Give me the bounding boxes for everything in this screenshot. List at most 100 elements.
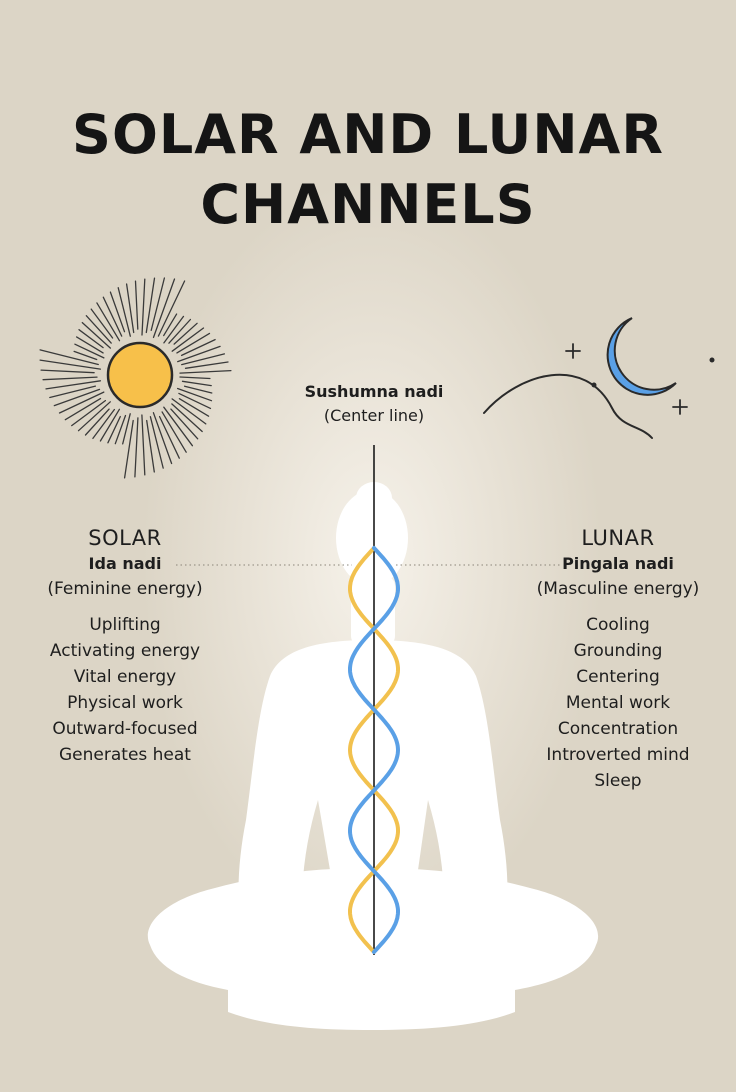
moon-icon [483, 317, 715, 439]
lunar-energy-label: (Masculine energy) [536, 579, 700, 599]
sun-ray [49, 385, 97, 399]
sun-ray [177, 345, 221, 363]
title-line-2: CHANNELS [200, 173, 536, 236]
sun-ray [168, 318, 192, 344]
sun-ray [73, 350, 98, 361]
sun-ray [157, 280, 186, 337]
sun-ray [170, 408, 199, 440]
sun-ray [39, 349, 99, 366]
list-item: Uplifting [89, 615, 161, 635]
page-title: SOLAR AND LUNAR CHANNELS [0, 100, 736, 240]
star-icon [672, 399, 688, 415]
sun-ray [171, 398, 207, 425]
sun-ray [180, 338, 216, 357]
sun-ray [39, 359, 102, 370]
channels [347, 445, 401, 955]
sun-ray [85, 315, 112, 344]
sun-ray [163, 313, 178, 337]
sun-ray [150, 277, 166, 332]
dot-icon [709, 357, 715, 363]
sun-ray [184, 361, 229, 369]
list-item: Physical work [67, 693, 183, 713]
sun-ray [176, 332, 211, 354]
sun-ray [107, 415, 121, 444]
solar-panel: SOLAR Ida nadi (Feminine energy) Uplifti… [0, 524, 250, 768]
list-item: Generates heat [59, 745, 191, 765]
sun-ray [84, 408, 110, 436]
sun-ray [149, 416, 164, 469]
ida-nadi-label: Ida nadi [88, 554, 162, 573]
list-item: Concentration [557, 719, 679, 739]
sun-icon [39, 277, 232, 479]
sun-ray [171, 327, 205, 352]
list-item: Activating energy [49, 641, 201, 661]
list-item: Cooling [586, 615, 650, 635]
sun-ray [141, 278, 146, 336]
sun-ray [92, 408, 116, 440]
dot-icon [591, 382, 597, 388]
pingala-nadi-label: Pingala nadi [562, 554, 674, 573]
sun-ray [78, 329, 104, 349]
sun-ray [122, 413, 131, 445]
sun-ray [77, 401, 111, 432]
sun-ray [181, 353, 226, 366]
sun-ray [146, 419, 155, 473]
sun-ray [141, 414, 146, 476]
solar-heading: SOLAR [88, 526, 162, 550]
lunar-panel: LUNAR Pingala nadi (Masculine energy) Co… [493, 524, 736, 794]
sun-ray [90, 308, 114, 339]
sushumna-note: (Center line) [323, 406, 425, 425]
sun-ray [171, 403, 203, 433]
list-item: Grounding [573, 641, 663, 661]
solar-energy-label: (Feminine energy) [47, 579, 203, 599]
lunar-qualities-list: Cooling Grounding Centering Mental work … [493, 612, 736, 794]
sun-ray [81, 321, 112, 349]
sun-ray [173, 322, 198, 345]
sun-ray [158, 415, 180, 459]
list-item: Vital energy [73, 667, 177, 687]
list-item: Sleep [594, 771, 642, 791]
sun-ray [178, 398, 210, 417]
sun-ray [161, 411, 187, 453]
sun-ray [42, 376, 98, 381]
sun-ray [45, 380, 102, 390]
sun-ray [109, 291, 126, 333]
sun-ray [134, 280, 139, 330]
star-icon [565, 343, 581, 359]
sun-ray [134, 417, 139, 478]
sun-ray [123, 419, 134, 479]
sun-ray [145, 277, 156, 334]
solar-qualities-list: Uplifting Activating energy Vital energy… [0, 612, 250, 768]
lunar-channel [348, 546, 401, 954]
sushumna-name: Sushumna nadi [304, 382, 444, 401]
sun-ray [152, 278, 176, 339]
list-item: Introverted mind [546, 745, 690, 765]
sun-ray [178, 392, 212, 410]
sun-ray [99, 408, 121, 442]
list-item: Centering [576, 667, 660, 687]
sun-ray [114, 414, 127, 445]
sun-ray [53, 388, 101, 407]
sun-ray [64, 397, 102, 421]
sun-ray [152, 412, 173, 465]
sun-ray [181, 380, 212, 387]
sun-ray [74, 343, 105, 359]
sun-ray [163, 315, 185, 344]
sun-ray [176, 387, 213, 402]
sun-ray [71, 399, 107, 427]
sun-ray [117, 287, 131, 337]
list-item: Mental work [565, 693, 671, 713]
sushumna-label: Sushumna nadi (Center line) [268, 380, 480, 428]
sun-ray [58, 391, 105, 414]
sun-ray [102, 296, 123, 337]
list-item: Outward-focused [52, 719, 198, 739]
solar-channel [347, 546, 400, 954]
title-line-1: SOLAR AND LUNAR [72, 103, 664, 166]
lunar-heading: LUNAR [581, 526, 655, 550]
sun-ray [179, 369, 232, 374]
sun-ray [96, 302, 121, 342]
sun-ray [125, 283, 135, 334]
sun-ray [179, 376, 211, 380]
